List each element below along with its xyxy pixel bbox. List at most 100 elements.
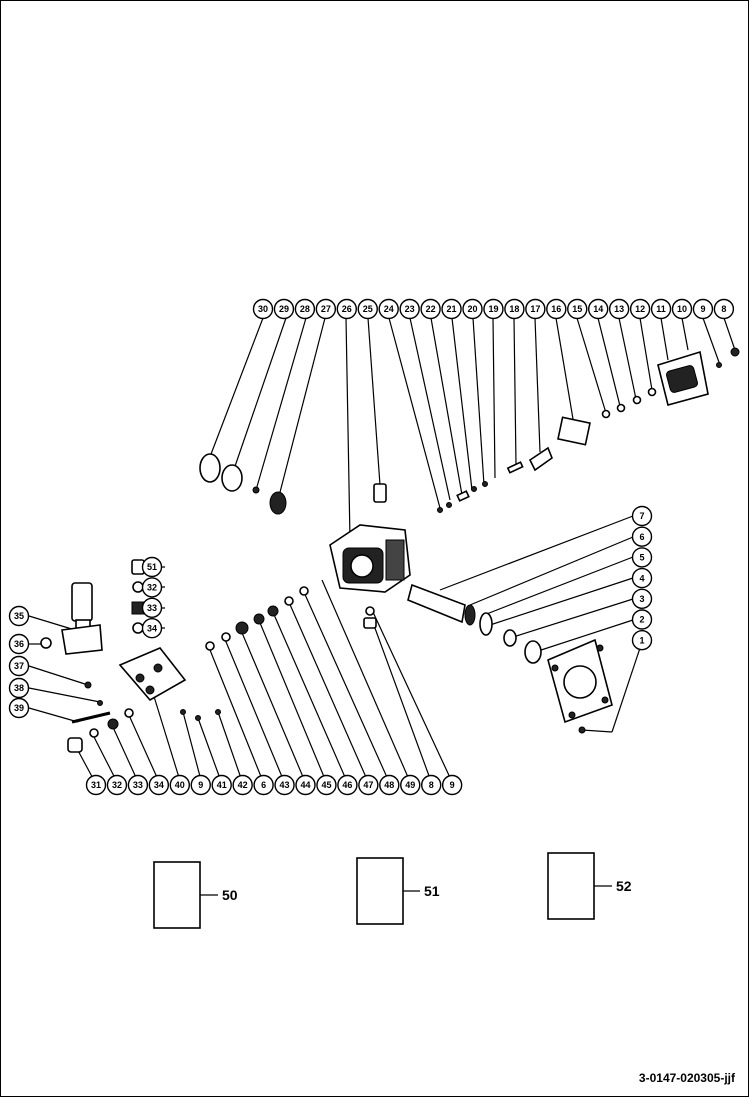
callout-30: 30 <box>252 298 274 320</box>
svg-text:18: 18 <box>509 304 519 314</box>
callout-24: 24 <box>378 298 399 320</box>
svg-text:39: 39 <box>14 703 24 713</box>
kit-box-51 <box>356 857 404 925</box>
svg-text:30: 30 <box>258 304 268 314</box>
svg-text:32: 32 <box>147 583 157 593</box>
svg-text:3: 3 <box>639 594 644 604</box>
callout-31: 31 <box>85 774 107 796</box>
svg-text:34: 34 <box>147 623 157 633</box>
svg-text:32: 32 <box>112 780 122 790</box>
callout-49: 49 <box>400 774 421 796</box>
svg-text:24: 24 <box>384 304 394 314</box>
svg-text:2: 2 <box>639 615 644 625</box>
svg-text:43: 43 <box>280 780 290 790</box>
svg-text:35: 35 <box>14 611 24 621</box>
gasket <box>557 416 591 446</box>
svg-text:9: 9 <box>198 780 203 790</box>
parts-drawing <box>40 347 740 929</box>
small-washer <box>252 486 260 494</box>
callout-8: 8 <box>713 298 735 320</box>
svg-text:6: 6 <box>639 532 644 542</box>
svg-text:9: 9 <box>450 780 455 790</box>
callout-39: 39 <box>8 697 30 719</box>
callout-8: 8 <box>421 774 442 796</box>
kit-label: 50 <box>222 887 238 903</box>
svg-text:17: 17 <box>530 304 540 314</box>
callout-33: 33 <box>127 774 149 796</box>
manifold <box>118 647 187 702</box>
retaining-ring <box>199 453 221 483</box>
kit-label: 51 <box>424 883 440 899</box>
callout-12: 12 <box>629 298 651 320</box>
svg-text:34: 34 <box>154 780 164 790</box>
svg-text:29: 29 <box>279 304 289 314</box>
crankshaft <box>407 583 542 664</box>
svg-text:13: 13 <box>614 304 624 314</box>
callout-14: 14 <box>588 298 609 320</box>
svg-text:44: 44 <box>300 780 310 790</box>
callout-45: 45 <box>316 774 337 796</box>
svg-text:47: 47 <box>363 780 373 790</box>
callout-34: 34 <box>141 618 163 639</box>
svg-text:22: 22 <box>426 304 436 314</box>
callout-42: 42 <box>232 774 253 796</box>
svg-text:40: 40 <box>175 780 185 790</box>
callout-43: 43 <box>274 774 295 796</box>
svg-text:19: 19 <box>488 304 498 314</box>
oil-plug <box>373 483 387 503</box>
callout-27: 27 <box>315 298 337 320</box>
callout-6: 6 <box>631 526 653 547</box>
callout-7: 7 <box>631 505 653 527</box>
callout-48: 48 <box>379 774 400 796</box>
callout-9: 9 <box>190 774 211 796</box>
callout-11: 11 <box>650 298 672 320</box>
callout-19: 19 <box>483 298 504 320</box>
svg-text:8: 8 <box>429 780 434 790</box>
svg-text:9: 9 <box>700 304 705 314</box>
svg-text:33: 33 <box>147 603 157 613</box>
snap-ring <box>221 464 243 492</box>
kit-box-50 <box>153 861 201 929</box>
svg-text:11: 11 <box>656 304 666 314</box>
svg-text:48: 48 <box>384 780 394 790</box>
svg-text:8: 8 <box>721 304 726 314</box>
svg-text:15: 15 <box>572 304 582 314</box>
callout-41: 41 <box>211 774 232 796</box>
callout-40: 40 <box>169 774 191 796</box>
svg-text:25: 25 <box>363 304 373 314</box>
drawing-number: 3-0147-020305-jjf <box>638 1071 735 1085</box>
callout-32: 32 <box>106 774 128 796</box>
svg-text:1: 1 <box>639 635 644 645</box>
svg-text:36: 36 <box>14 639 24 649</box>
callout-20: 20 <box>462 298 483 320</box>
callout-17: 17 <box>525 298 546 320</box>
callout-44: 44 <box>295 774 316 796</box>
svg-text:49: 49 <box>405 780 415 790</box>
connecting-rod <box>528 446 553 472</box>
svg-text:10: 10 <box>677 304 687 314</box>
callout-25: 25 <box>357 298 378 320</box>
callout-28: 28 <box>294 298 316 320</box>
svg-text:21: 21 <box>447 304 457 314</box>
callout-26: 26 <box>336 298 357 320</box>
svg-text:41: 41 <box>217 780 227 790</box>
svg-text:33: 33 <box>133 780 143 790</box>
callout-9: 9 <box>441 774 463 796</box>
svg-text:51: 51 <box>147 562 157 572</box>
callout-10: 10 <box>671 298 693 320</box>
unloader-valve <box>40 582 103 655</box>
svg-text:7: 7 <box>639 511 644 521</box>
svg-text:5: 5 <box>639 553 644 563</box>
callout-15: 15 <box>567 298 588 320</box>
callout-46: 46 <box>337 774 358 796</box>
svg-text:45: 45 <box>321 780 331 790</box>
callout-38: 38 <box>8 677 30 699</box>
callout-9: 9 <box>692 298 714 320</box>
callout-51: 51 <box>141 556 163 578</box>
callout-29: 29 <box>273 298 295 320</box>
svg-text:4: 4 <box>639 573 644 583</box>
callout-13: 13 <box>608 298 630 320</box>
callout-18: 18 <box>504 298 525 320</box>
